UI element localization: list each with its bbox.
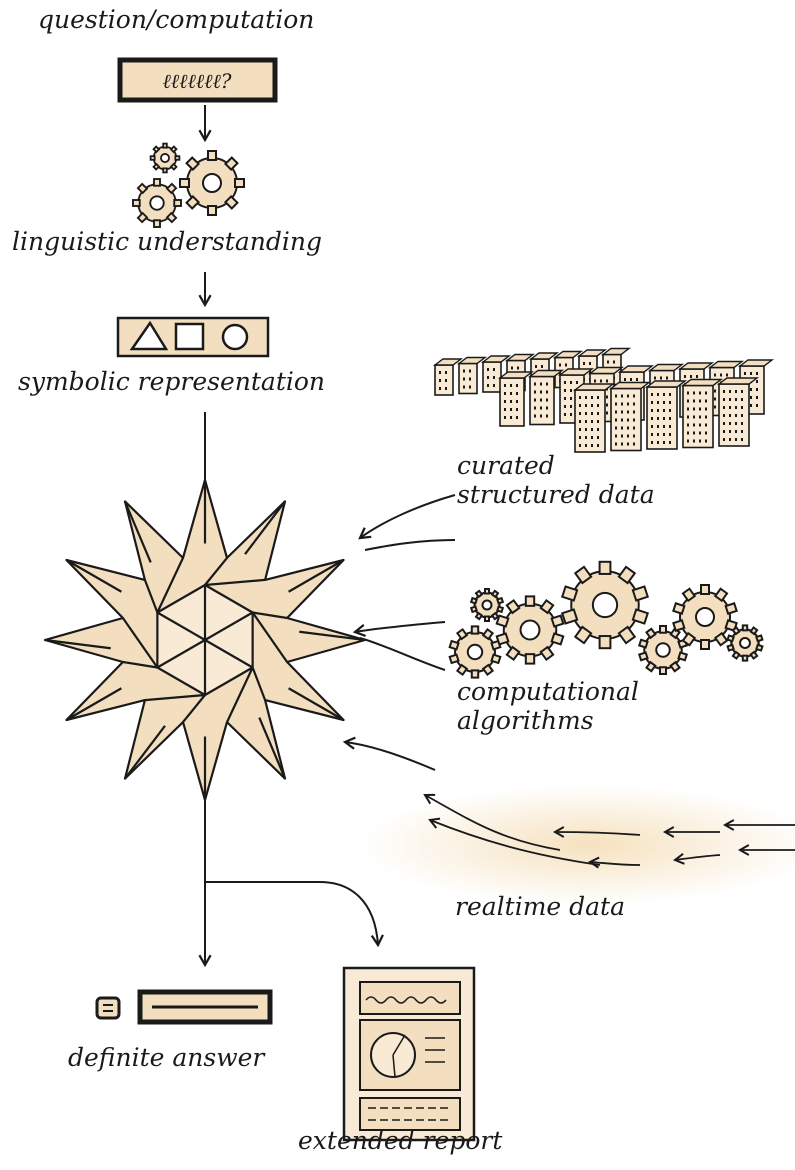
label-symbolic-representation: symbolic representation: [18, 367, 326, 396]
label-extended-report: extended report: [298, 1126, 503, 1155]
square-icon: [174, 322, 205, 351]
algorithm-gears-icon: [448, 560, 764, 679]
answer-bar-icon: [95, 989, 273, 1025]
triangle-icon: [129, 320, 169, 351]
arrow-algorithms-2: [359, 637, 446, 671]
arrow-curated-1: [358, 494, 456, 540]
label-question-computation: question/computation: [38, 5, 315, 34]
arrow-realtime-stream-3: [552, 826, 641, 838]
label-computational-algorithms: computational algorithms: [457, 677, 639, 736]
label-linguistic-understanding: linguistic understanding: [12, 227, 322, 256]
report-icon: [342, 966, 476, 1142]
symbolic-box: [116, 316, 270, 358]
label-computational-line1: computational: [457, 677, 639, 706]
label-definite-answer: definite answer: [68, 1043, 265, 1072]
arrow-algorithms-1: [352, 621, 446, 638]
arrow-to-extended-report: [205, 881, 384, 948]
label-realtime-data: realtime data: [455, 892, 625, 921]
gear-icon: [132, 142, 245, 228]
arrow-realtime-stream-1: [423, 793, 561, 851]
building-icon: [432, 347, 775, 453]
label-curated-line1: curated: [457, 451, 555, 480]
realtime-glow: [360, 785, 795, 905]
arrow-curated-2: [364, 539, 456, 551]
arrow-realtime-stream-8: [672, 853, 721, 865]
question-box-text: ℓℓℓℓℓℓℓ?: [162, 69, 231, 93]
label-curated-structured-data: curated structured data: [457, 451, 655, 510]
circle-icon: [221, 323, 249, 351]
arrow-realtime-stream-2: [428, 817, 601, 866]
star-polyhedron-icon: [43, 478, 367, 802]
question-box: ℓℓℓℓℓℓℓ?: [117, 57, 278, 103]
label-curated-line2: structured data: [457, 479, 655, 509]
label-computational-line2: algorithms: [457, 705, 594, 735]
arrow-realtime-main: [342, 736, 436, 771]
arrow-realtime-stream-7: [587, 856, 641, 869]
